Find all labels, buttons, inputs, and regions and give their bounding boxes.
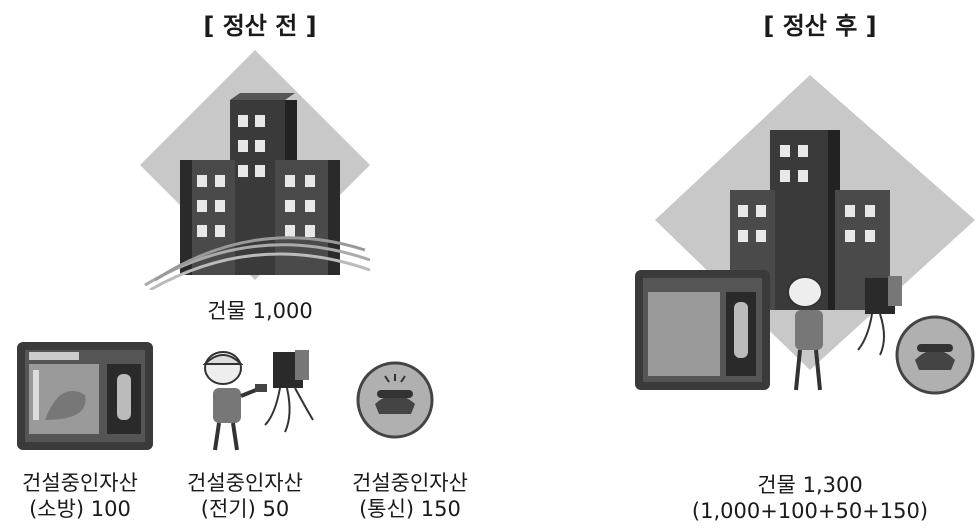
building-label-after: 건물 1,300 (1,000+100+50+150) xyxy=(660,472,960,524)
telephone-icon xyxy=(356,361,434,439)
building-icon xyxy=(140,50,371,290)
combined-building-icon xyxy=(635,75,975,395)
building-illustration-before xyxy=(135,45,375,290)
asset-label-electric: 건설중인자산 (전기) 50 xyxy=(170,470,320,522)
asset-label-telecom: 건설중인자산 (통신) 150 xyxy=(335,470,485,522)
building-label-after-line2: (1,000+100+50+150) xyxy=(691,499,929,523)
asset-label-electric-line1: 건설중인자산 xyxy=(187,471,303,495)
combined-illustration-after xyxy=(630,70,975,405)
asset-label-fire: 건설중인자산 (소방) 100 xyxy=(5,470,155,522)
building-label-after-line1: 건물 1,300 xyxy=(757,473,863,497)
asset-label-fire-line1: 건설중인자산 xyxy=(22,471,138,495)
building-label-before: 건물 1,000 xyxy=(207,299,313,323)
telephone-illustration xyxy=(355,360,435,440)
fire-panel-icon xyxy=(17,342,153,450)
before-title: [ 정산 전 ] xyxy=(203,12,317,40)
fire-panel-illustration xyxy=(15,340,155,452)
asset-label-fire-line2: (소방) 100 xyxy=(29,497,131,521)
asset-label-telecom-line1: 건설중인자산 xyxy=(352,471,468,495)
asset-label-telecom-line2: (통신) 150 xyxy=(359,497,461,521)
asset-label-electric-line2: (전기) 50 xyxy=(200,497,290,521)
after-title: [ 정산 후 ] xyxy=(763,12,877,40)
electrician-illustration xyxy=(195,340,325,455)
electrician-icon xyxy=(202,350,314,451)
